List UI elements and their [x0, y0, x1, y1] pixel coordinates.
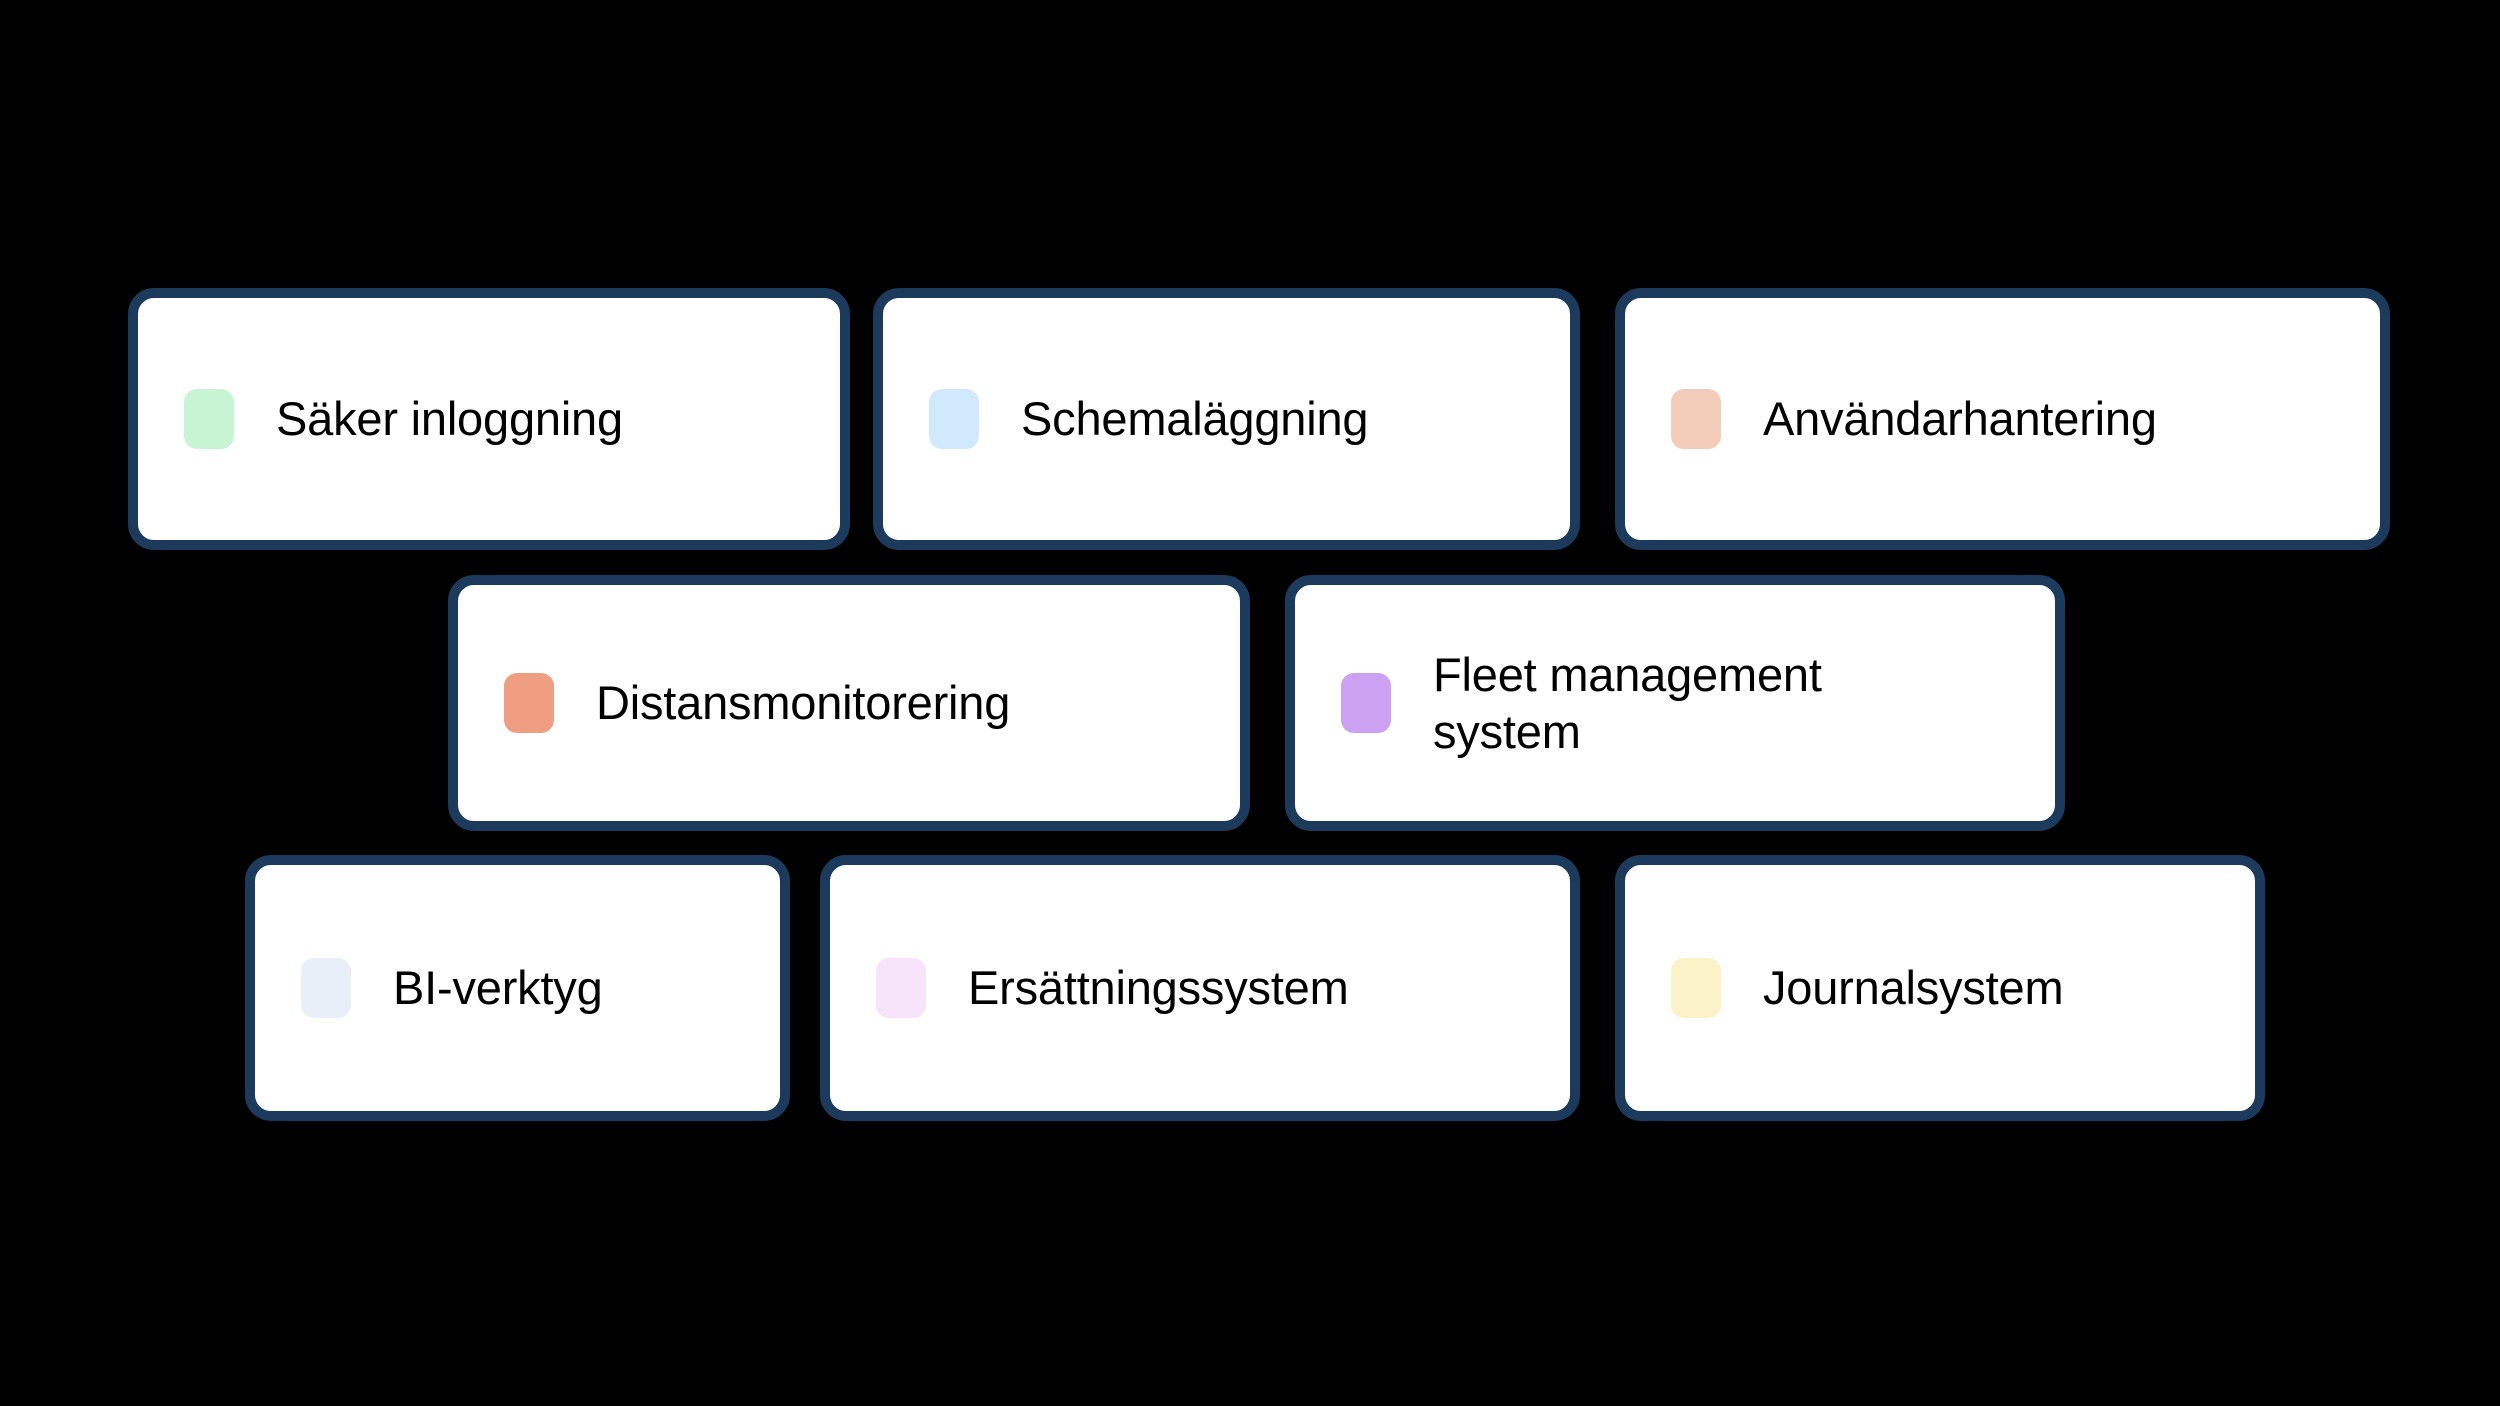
color-swatch-icon [184, 389, 234, 449]
color-swatch-icon [301, 958, 351, 1018]
card-fleet-management[interactable]: Fleet management system [1285, 575, 2065, 831]
card-anvandarhantering[interactable]: Användarhantering [1615, 288, 2390, 550]
card-label: Ersättningssystem [968, 960, 1349, 1014]
card-label: BI-verktyg [393, 960, 603, 1014]
card-saker-inloggning[interactable]: Säker inloggning [128, 288, 850, 550]
card-label: Säker inloggning [276, 391, 623, 445]
color-swatch-icon [1671, 958, 1721, 1018]
card-label: Schemaläggning [1021, 391, 1369, 445]
color-swatch-icon [1671, 389, 1721, 449]
card-bi-verktyg[interactable]: BI-verktyg [245, 855, 790, 1121]
color-swatch-icon [504, 673, 554, 733]
card-distansmonitorering[interactable]: Distansmonitorering [448, 575, 1250, 831]
color-swatch-icon [1341, 673, 1391, 733]
card-label: Journalsystem [1763, 960, 2064, 1014]
card-label: Fleet management system [1433, 647, 1822, 758]
card-label: Användarhantering [1763, 391, 2157, 445]
color-swatch-icon [929, 389, 979, 449]
card-schemalaggning[interactable]: Schemaläggning [873, 288, 1580, 550]
card-label: Distansmonitorering [596, 675, 1011, 729]
card-ersattningssystem[interactable]: Ersättningssystem [820, 855, 1580, 1121]
color-swatch-icon [876, 958, 926, 1018]
card-journalsystem[interactable]: Journalsystem [1615, 855, 2265, 1121]
